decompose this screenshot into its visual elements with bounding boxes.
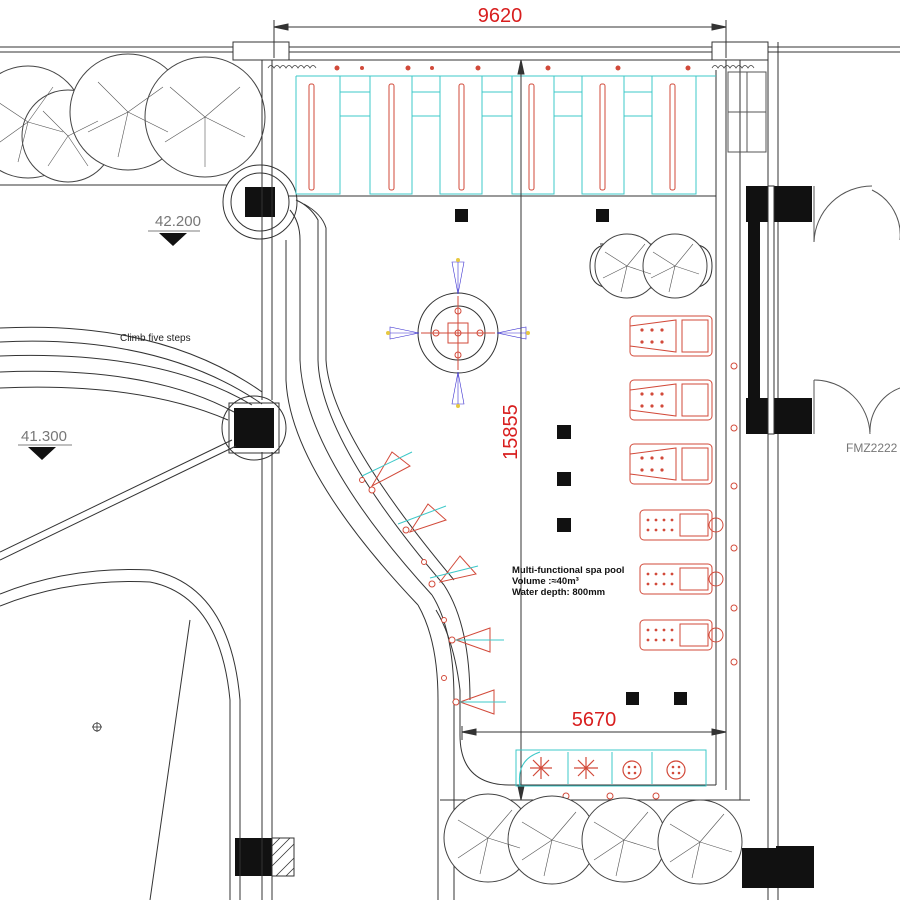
curved-jets [359,451,506,715]
elevation-upper: 42.200 [155,213,201,230]
spa-loungers [629,315,724,651]
left-structure [261,60,273,900]
columns-bottom-right [742,846,814,888]
top-dimension [273,20,727,58]
pool-volume: Volume :≈40m³ [512,576,579,587]
columns-right-wall [746,185,812,435]
steps-note: Climb five steps [120,333,191,344]
top-wall [0,41,900,900]
tree-branches-top [0,81,246,167]
lounger-jets [640,328,674,642]
steps-arcs [0,326,263,421]
bottom-dimension [461,726,727,740]
pool-title: Multi-functional spa pool [512,565,624,576]
column-middle [221,395,287,461]
elevation-lower-marker [28,447,56,460]
bottom-fixtures [515,749,707,787]
trees-top-left [0,53,266,183]
coil-right [711,65,755,69]
dimension-width-top: 9620 [478,5,523,27]
survey-point [92,722,102,732]
column-bottom-left [235,837,295,877]
column-upper [222,164,298,240]
door-code-label: FMZ2222 [846,441,898,455]
wall-nozzles [730,362,738,666]
floor-drains [455,209,687,705]
pool-outline [288,70,717,786]
shower-bays [295,65,716,195]
doors-right [813,185,900,435]
elevation-upper-marker [159,233,187,246]
dimension-width-bottom: 5670 [572,709,617,731]
bottom-wall-nozzles [562,792,660,800]
vertical-dimension [517,59,525,801]
lower-left-layout [0,439,241,900]
door-top-right [727,71,767,153]
pool-depth: Water depth: 800mm [512,587,605,598]
tree-branches-bottom [457,809,733,879]
central-fountain [386,258,530,408]
coil-left [267,65,317,69]
dimension-height-vertical: 15855 [500,404,522,460]
elevation-lower: 41.300 [21,428,67,445]
tree-planter-right [589,233,713,299]
curved-walkway [285,199,471,900]
